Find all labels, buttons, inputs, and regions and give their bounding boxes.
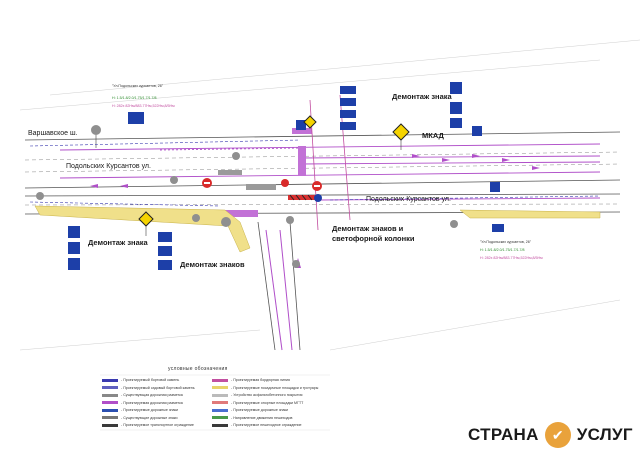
- legend-item: - Проектируемые опорные площадки МГТТ: [212, 401, 303, 405]
- priority-signs: [138, 115, 410, 227]
- brand-part1: СТРАНА: [468, 425, 539, 444]
- legend-swatch: [102, 408, 118, 412]
- legend-swatch: [102, 423, 118, 427]
- legend-text: - Проектируемая бордюрная линия: [231, 378, 290, 382]
- legend-text: - Проектируемый бортовой камень: [121, 378, 180, 382]
- sign-east-2: [490, 182, 500, 192]
- legend-swatch: [102, 393, 118, 397]
- legend-item: - Проектируемая дорожная разметка: [102, 401, 183, 405]
- road-label-mkad: МКАД: [422, 131, 444, 140]
- legend-item: - Устройство асфальтобетонного покрытия: [212, 393, 302, 397]
- legend-item: - Существующая дорожная разметка: [102, 393, 183, 397]
- sign-left-1: [68, 226, 80, 238]
- legend-swatch: [212, 378, 228, 382]
- barrier-hatch: [288, 194, 316, 201]
- road-label-podolskikh-left: Подольских Курсантов ул.: [66, 163, 151, 170]
- sign-tl-1: [128, 112, 144, 124]
- existing-crosswalks: [218, 170, 276, 190]
- sign-right-2: [450, 102, 462, 114]
- legend-swatch: [102, 378, 118, 382]
- sign-mid-1: [158, 232, 172, 242]
- sign-top-3: [340, 110, 356, 118]
- legend-box: [100, 374, 330, 431]
- sign-left-2: [68, 242, 80, 254]
- legend-swatch: [212, 386, 228, 389]
- legend-swatch: [102, 401, 118, 404]
- crosswalks: [222, 128, 312, 217]
- background-survey-lines: [19, 39, 640, 351]
- legend-title: условные обозначения: [168, 366, 228, 372]
- spec-right-line2: Н: 282х 82Нм/883.77Нм,522Нм,8/5Нм: [480, 256, 543, 260]
- legend-swatch: [212, 401, 228, 404]
- signal-posts: [95, 135, 402, 236]
- sign-top-1: [340, 86, 356, 94]
- road-label-varshavskoe: Варшавское ш.: [28, 130, 78, 137]
- sign-mid-3: [158, 260, 172, 270]
- legend-swatch: [212, 423, 228, 427]
- spec-right-title: "Ул.Подольских курсантов, 26": [480, 240, 532, 244]
- handshake-icon: ✔: [544, 422, 571, 448]
- legend-item: - Проектируемое пешеходное ограждение: [212, 423, 302, 427]
- callout-demontazh-kolonki-1: Демонтаж знаков и: [332, 224, 404, 233]
- projected-signs: [68, 82, 504, 270]
- legend-item: - Проектируемый бортовой камень: [102, 378, 179, 382]
- legend-swatch: [212, 416, 228, 419]
- legend-text: - Существующие дорожные знаки: [121, 415, 178, 420]
- legend-text: - Проектируемые посадочные площадки и тр…: [231, 385, 319, 390]
- prohibition-signs: [202, 178, 322, 202]
- sign-bus-stop: [492, 224, 504, 232]
- projected-markings: [59, 143, 601, 201]
- spec-top-title: "Ул.Подольских курсантов, 26": [112, 84, 164, 88]
- legend-item: - Существующие дорожные знаки: [102, 416, 177, 420]
- legend-item: - Проектируемая бордюрная линия: [212, 378, 290, 382]
- legend-text: - Устройство асфальтобетонного покрытия: [231, 393, 303, 397]
- side-road: [257, 221, 301, 351]
- legend-swatch: [212, 393, 228, 397]
- legend-text: - Проектируемый садовый бортовой камень: [121, 385, 195, 390]
- legend-text: - Проектируемые дорожные знаки: [121, 408, 179, 412]
- legend-item: - Проектируемое транспортное ограждение: [102, 423, 194, 427]
- legend-swatch: [102, 386, 118, 389]
- legend-text: - Проектируемые дорожные знаки: [231, 408, 289, 412]
- brand-part2: УСЛУГ: [576, 425, 633, 444]
- legend-text: - Проектируемое пешеходное ограждение: [231, 423, 302, 427]
- legend-swatch: [102, 416, 118, 419]
- sign-top-2: [340, 98, 356, 106]
- callout-demontazh-znaka-left: Демонтаж знака: [88, 238, 148, 247]
- curb-lines: [29, 139, 601, 207]
- sign-top-4: [340, 122, 356, 130]
- legend-text: - Направление движения пешеходов: [231, 415, 293, 420]
- legend-swatch: [212, 408, 228, 412]
- sign-crossing-1: [296, 120, 306, 130]
- sign-left-3: [68, 258, 80, 270]
- existing-signs: [36, 125, 458, 268]
- legend-text: - Существующая дорожная разметка: [121, 393, 183, 397]
- sign-mid-2: [158, 246, 172, 256]
- callout-demontazh-znaka-top: Демонтаж знака: [392, 92, 452, 101]
- legend-text: - Проектируемая дорожная разметка: [121, 400, 183, 405]
- legend-item: - Проектируемые дорожные знаки: [212, 408, 288, 412]
- legend-item: - Проектируемые посадочные площадки и тр…: [212, 386, 318, 390]
- spec-top-line2: Н: 282х 82Нм/883.77Нм,522Нм,8/5Нм: [112, 104, 175, 108]
- legend-item: - Направление движения пешеходов: [212, 416, 292, 420]
- sign-right-3: [450, 118, 462, 128]
- spec-right-line1: Н: 1.5/1.8/2.0/1.75/1.7/1.7/8: [480, 248, 525, 252]
- sign-east-1: [472, 126, 482, 136]
- spec-top-line1: Н: 1.5/1.8/2.0/1.75/1.7/1.7/8: [112, 96, 157, 100]
- callout-demontazh-kolonki-2: светофорной колонки: [332, 234, 415, 243]
- sign-right-1: [450, 82, 462, 94]
- legend-item: - Проектируемые дорожные знаки: [102, 408, 178, 412]
- lane-arrows: [90, 154, 540, 188]
- road-label-podolskikh-right: Подольских Курсантов ул.: [366, 196, 451, 203]
- legend-item: - Проектируемый садовый бортовой камень: [102, 386, 195, 390]
- brand-watermark: СТРАНА ✔ УСЛУГ: [468, 415, 638, 455]
- legend-text: - Проектируемое транспортное ограждение: [121, 423, 194, 427]
- callout-demontazh-znakov: Демонтаж знаков: [180, 260, 245, 269]
- legend-text: - Проектируемые опорные площадки МГТТ: [231, 400, 304, 405]
